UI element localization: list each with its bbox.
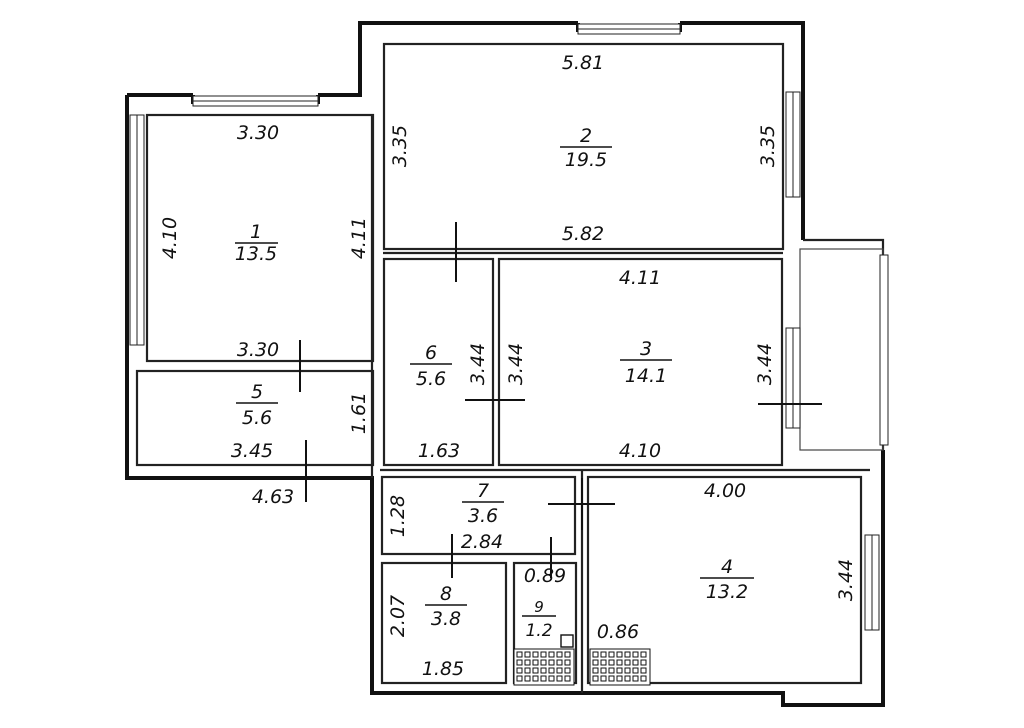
room-area-2: 19.5	[565, 149, 607, 171]
dim-r7-left: 1.28	[387, 495, 409, 537]
room-number-9: 9	[534, 598, 544, 616]
room-area-8: 3.8	[431, 608, 461, 630]
dim-r3-right: 3.44	[754, 343, 776, 385]
windows	[129, 23, 889, 631]
dim-r1-top: 3.30	[237, 122, 279, 144]
room-number-2: 2	[580, 125, 592, 147]
room-number-6: 6	[425, 342, 437, 364]
dim-r3-left: 3.44	[505, 343, 527, 385]
dim-r2-bottom: 5.82	[562, 223, 604, 245]
room-labels: 1 13.5 2 19.5 3 14.1 4 13.2 5 5.6 6 5.6 …	[235, 125, 754, 641]
room-number-8: 8	[440, 583, 452, 605]
dim-r4-top: 4.00	[704, 480, 746, 502]
dim-r9-top: 0.89	[524, 565, 566, 587]
dimension-labels: 3.30 4.10 4.11 3.30 5.81 3.35 3.35 5.82 …	[159, 52, 857, 680]
dim-r7-bottom: 2.84	[461, 531, 503, 553]
room-number-1: 1	[250, 221, 262, 243]
room-area-5: 5.6	[242, 407, 272, 429]
dim-r1-left: 4.10	[159, 217, 181, 259]
dim-r2-top: 5.81	[562, 52, 604, 74]
window-balcony	[879, 254, 889, 446]
dim-outside-bottom: 4.63	[252, 486, 294, 508]
room-area-4: 13.2	[706, 581, 748, 603]
dim-r9-right: 0.86	[597, 621, 639, 643]
dim-r1-bottom: 3.30	[237, 339, 279, 361]
dim-r1-right: 4.11	[348, 217, 370, 259]
dim-r6-right: 3.44	[467, 343, 489, 385]
room-area-1: 13.5	[235, 243, 277, 265]
door-markers	[299, 222, 822, 578]
fixture-grid-left	[513, 648, 575, 686]
room-number-3: 3	[640, 338, 652, 360]
dim-r6-bottom: 1.63	[418, 440, 460, 462]
dim-r2-right: 3.35	[757, 125, 779, 167]
dim-r5-bottom: 3.45	[231, 440, 273, 462]
fixture-grid-right	[589, 648, 651, 686]
dim-r5-right: 1.61	[348, 392, 370, 434]
room-number-5: 5	[251, 381, 263, 403]
room-area-3: 14.1	[625, 365, 667, 387]
sanitary-fixtures	[513, 634, 651, 686]
dim-r8-left: 2.07	[387, 595, 409, 637]
room-number-7: 7	[477, 480, 489, 502]
dim-r2-left: 3.35	[389, 125, 411, 167]
dim-r4-right: 3.44	[835, 559, 857, 601]
dim-r8-bottom: 1.85	[422, 658, 464, 680]
dim-r3-bottom: 4.10	[619, 440, 661, 462]
room-area-9: 1.2	[525, 621, 552, 641]
room-number-4: 4	[721, 556, 733, 578]
dim-r3-top: 4.11	[619, 267, 661, 289]
room-area-6: 5.6	[416, 368, 446, 390]
room-area-7: 3.6	[468, 505, 498, 527]
